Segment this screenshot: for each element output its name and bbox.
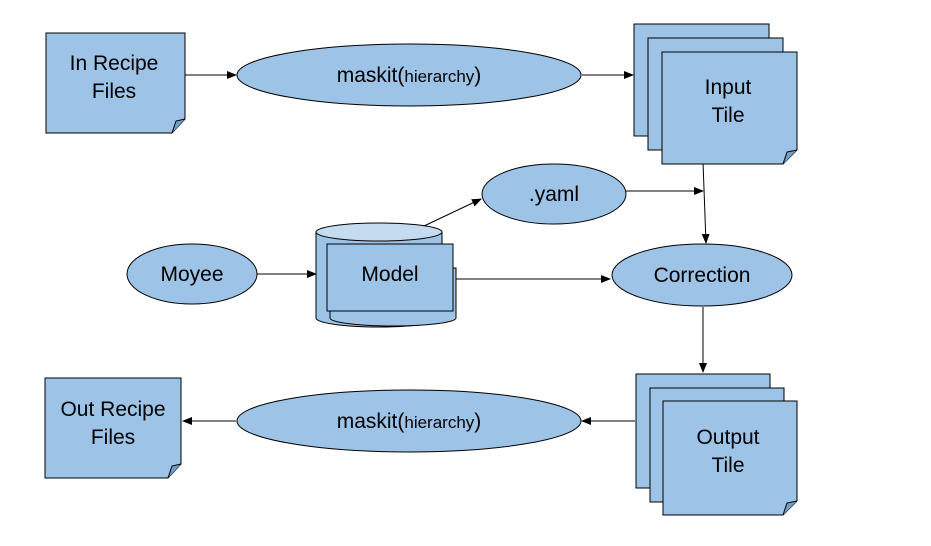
correction-node: Correction bbox=[611, 243, 793, 307]
maskit-bottom-close: ) bbox=[474, 410, 481, 433]
svg-text:maskit(hierarchy): maskit(hierarchy) bbox=[337, 410, 482, 433]
yaml-label: .yaml bbox=[529, 183, 579, 206]
model-node: Model bbox=[315, 222, 457, 328]
in-recipe-label-line1: In Recipe bbox=[70, 52, 159, 75]
output-tile-label-line2: Tile bbox=[711, 454, 744, 477]
model-label: Model bbox=[361, 263, 418, 286]
output-tile-label-line1: Output bbox=[696, 426, 759, 449]
moyee-node: Moyee bbox=[126, 243, 258, 305]
output-tile-node: Output Tile bbox=[635, 373, 798, 516]
svg-text:maskit(hierarchy): maskit(hierarchy) bbox=[337, 64, 482, 87]
input-tile-node: Input Tile bbox=[633, 23, 798, 165]
maskit-top-arg: hierarchy bbox=[404, 67, 474, 86]
maskit-bottom-node: maskit(hierarchy) bbox=[236, 389, 582, 453]
in-recipe-files-node: In Recipe Files bbox=[45, 32, 186, 134]
maskit-bottom-arg: hierarchy bbox=[404, 413, 474, 432]
yaml-node: .yaml bbox=[481, 163, 627, 225]
edge-inputtile-to-correction bbox=[701, 161, 710, 244]
input-tile-label-line1: Input bbox=[705, 76, 752, 99]
in-recipe-label-line2: Files bbox=[92, 80, 136, 103]
correction-label: Correction bbox=[654, 264, 751, 287]
out-recipe-label-line2: Files bbox=[91, 426, 135, 449]
maskit-top-node: maskit(hierarchy) bbox=[236, 43, 582, 107]
out-recipe-label-line1: Out Recipe bbox=[60, 398, 165, 421]
maskit-top-main: maskit( bbox=[337, 64, 405, 87]
out-recipe-files-node: Out Recipe Files bbox=[44, 377, 182, 479]
moyee-label: Moyee bbox=[160, 263, 223, 286]
input-tile-label-line2: Tile bbox=[711, 104, 744, 127]
edge-model-to-yaml bbox=[423, 198, 482, 227]
maskit-bottom-main: maskit( bbox=[337, 410, 405, 433]
maskit-top-close: ) bbox=[474, 64, 481, 87]
